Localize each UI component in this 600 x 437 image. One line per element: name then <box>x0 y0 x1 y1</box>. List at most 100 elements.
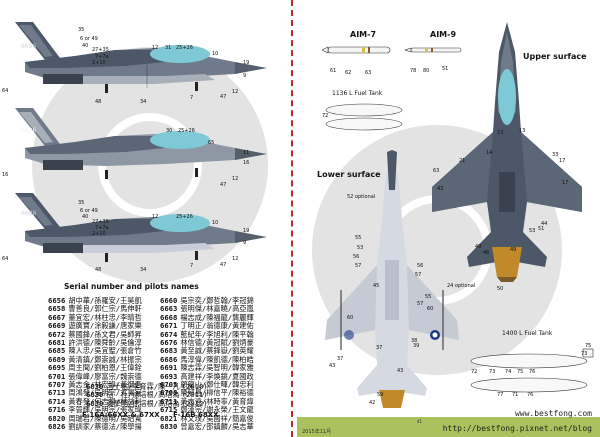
tank1400-callout-75b: 75 <box>517 369 524 375</box>
callout-34: 34 <box>140 99 147 105</box>
serial-number: 6695 <box>48 363 66 373</box>
callout-12: 12 <box>152 45 159 51</box>
lower-callout-43b: 43 <box>397 368 404 374</box>
tank1400-callout-72: 72 <box>471 369 478 375</box>
upper-callout-14: 14 <box>486 150 493 156</box>
serial-number: 6667 <box>48 312 66 322</box>
callout-47-bot: 47 <box>220 262 227 268</box>
pilot-names: 周鴻發/吳明宗/尤寬宜 <box>68 388 142 398</box>
aim7-callout-61: 61 <box>330 68 337 74</box>
serial-number: 6820 <box>48 413 66 423</box>
aircraft-side-view-1: 6686 <box>15 22 267 93</box>
callout-12-bot2: 12 <box>232 256 239 262</box>
pilot-names: 張明傑/林嘉曉/高亞嵐 <box>180 304 254 314</box>
callout-7: 7 <box>190 95 194 101</box>
serial-number: 6656 <box>48 296 66 305</box>
upper-callout-51: 51 <box>538 226 545 232</box>
aircraft-upper-surface <box>432 22 582 282</box>
serial-number: 6660 <box>160 296 178 305</box>
pilot-names: 黃志遠/林時寧/黃育煒 <box>180 396 254 406</box>
callout-2-10: 2+10 <box>92 60 106 66</box>
tank1400-callout-71: 71 <box>512 392 519 398</box>
callout-11: 11 <box>243 150 250 156</box>
lower-callout-57: 57 <box>355 263 362 269</box>
pilot-names: 董宜宏/林柱忠/李晴哲 <box>68 312 142 322</box>
serial-number: 6674 <box>160 329 178 339</box>
pilot-names: 楊志成/陳福龍/龔麗輝 <box>180 312 254 322</box>
callout-7-7a: 7+7a <box>95 54 109 60</box>
lower-callout-45: 45 <box>373 283 380 289</box>
pilot-names: 周瑞君/陳德明/吳昭寬 <box>68 413 142 423</box>
serial-number: 6676 <box>160 338 178 348</box>
aim9-callout-78: 78 <box>410 68 417 74</box>
callout-7-7a-bot: 7+7a <box>95 225 109 231</box>
pilot-names: 劉訓家/蔡德法/陳學揚 <box>68 422 142 432</box>
pilot-names: 陳郁昌/柳信平/陳裕德 <box>180 388 254 398</box>
callout-10-bot: 10 <box>212 220 219 226</box>
pilot-names: 遊廣寶/涂毅謙/唐家樂 <box>68 321 142 331</box>
serial-number: 6691 <box>160 363 178 373</box>
serial-number: 6672 <box>48 329 66 339</box>
callout-12-mid: 12 <box>232 176 239 182</box>
serial-number: 6713 <box>48 388 66 398</box>
optional-24-label: 24 optional <box>447 283 476 289</box>
lower-callout-55b: 55 <box>425 294 432 300</box>
callout-6-or-49-bot: 6 or 49 <box>80 208 98 214</box>
pilot-names: 岳 杜/徐培根/高培為 <box>106 390 180 400</box>
callout-12-bot: 12 <box>152 214 159 220</box>
fuel-tank-1136-label: 1136 L Fuel Tank <box>332 90 383 97</box>
aim7-callout-62: 62 <box>345 70 352 76</box>
tank1400-callout-73b: 73 <box>489 369 496 375</box>
serial-number: 6715 <box>160 405 178 415</box>
callout-25-26-bot: 25+26 <box>176 214 193 220</box>
callout-25-26: 25+26 <box>176 45 193 51</box>
callout-25-26-mid: 25+26 <box>178 128 195 134</box>
serial-header: Serial number and pilots names <box>64 282 199 291</box>
pilot-names: 黃學明/徐培根/高培為 <box>106 398 180 408</box>
service-year: (2010) <box>181 382 208 391</box>
tail-code-2: 6826 <box>21 127 36 134</box>
lower-callout-55: 55 <box>355 235 362 241</box>
serial-number: 6701 <box>48 371 66 381</box>
callout-19: 19 <box>243 60 250 66</box>
callout-30: 30 <box>166 128 173 134</box>
blog-link[interactable]: http://bestfong.pixnet.net/blog <box>442 424 592 433</box>
callout-10: 10 <box>212 51 219 57</box>
optional-52-label: 52 optional <box>347 194 376 200</box>
pilot-names: 李晉輝/吳明宗/張家瑋 <box>68 405 142 415</box>
pilot-names: 馬淳偉/陳凱德/陳柏皓 <box>180 354 254 364</box>
callout-27-35: 27+35 <box>92 47 109 53</box>
pilot-names: 丁明正/翁德康/黃建佑 <box>180 321 254 331</box>
pilot-names: 呂士佑/李育霖/陳一凡 <box>106 382 180 391</box>
tank1400-callout-73: 73 <box>581 351 588 357</box>
left-page: 6686 35 6 or 49 40 27+35 7+7a 2+10 12 31… <box>0 0 291 437</box>
page-number: 41 <box>417 419 423 424</box>
fuel-tank-1400-label: 1400 L Fuel Tank <box>502 330 553 337</box>
pilot-names: 曹善良/郭仁宗/馬伸軒 <box>68 304 142 314</box>
upper-callout-46: 46 <box>483 250 490 256</box>
lower-callout-42: 42 <box>369 400 376 406</box>
upper-callout-44: 44 <box>541 221 548 227</box>
aim9-title: AIM-9 <box>430 30 457 39</box>
serial-number: 6681 <box>48 338 66 348</box>
pilot-names: 蔡國鋒/孫文君/吳師昇 <box>68 329 142 339</box>
website-link[interactable]: www.bestfong.com <box>514 409 592 418</box>
lower-callout-56b: 56 <box>417 263 424 269</box>
serial-number: 6705 <box>160 380 178 390</box>
serial-number: 6689 <box>48 354 66 364</box>
pilot-names: 林文璞/吳國祥/簡嘉俊 <box>180 413 254 423</box>
aircraft-side-view-2: 6826 <box>15 108 267 179</box>
callout-12b: 12 <box>232 89 239 95</box>
